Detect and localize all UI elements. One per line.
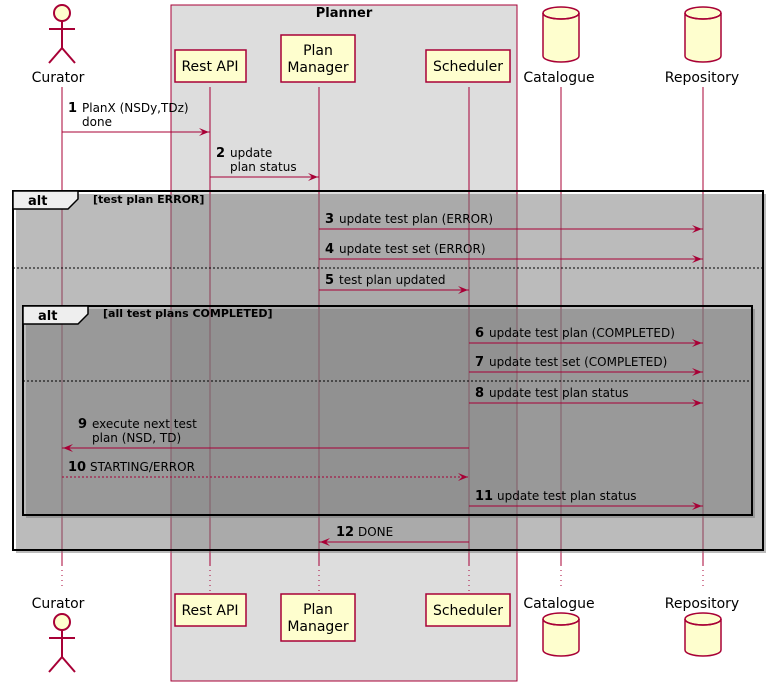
participant-catalogue-label-bottom: Catalogue bbox=[523, 596, 594, 612]
message-9-arrowhead bbox=[63, 444, 73, 452]
message-1-number: 1 bbox=[68, 101, 77, 116]
participant-planmanager-label-line2-bottom: Manager bbox=[287, 619, 349, 635]
message-8-arrowhead bbox=[692, 399, 702, 407]
participant-scheduler-box bbox=[425, 49, 511, 83]
message-4-number: 4 bbox=[325, 242, 334, 257]
alt-frame-outer-tab bbox=[12, 190, 79, 210]
message-9-label-line-2: plan (NSD, TD) bbox=[92, 431, 181, 445]
message-7-arrowhead bbox=[692, 368, 702, 376]
message-4: 4 update test set (ERROR) bbox=[319, 242, 703, 263]
database-catalogue-icon bbox=[542, 6, 580, 63]
alt-frame-inner-shadow bbox=[26, 309, 755, 518]
message-3-number: 3 bbox=[325, 212, 334, 227]
message-10-number: 10 bbox=[68, 460, 86, 475]
database-repository-icon bbox=[684, 6, 722, 63]
participant-planmanager-label-line1: Plan bbox=[303, 43, 333, 59]
message-2-label-line-1: update bbox=[230, 146, 272, 160]
participant-restapi-box-bottom bbox=[174, 593, 247, 627]
participant-restapi-label: Rest API bbox=[181, 59, 238, 75]
message-4-label-line-1: update test set (ERROR) bbox=[339, 242, 486, 256]
alt-frame-inner-tab bbox=[22, 305, 89, 325]
participant-scheduler-box-bottom bbox=[425, 593, 511, 627]
alt-frame-inner-condition: [all test plans COMPLETED] bbox=[103, 307, 273, 320]
message-6-label-line-1: update test plan (COMPLETED) bbox=[489, 326, 675, 340]
participant-planmanager-label-line1-bottom: Plan bbox=[303, 602, 333, 618]
message-11-arrowhead bbox=[692, 502, 702, 510]
database-catalogue-icon-bottom bbox=[542, 612, 580, 657]
participant-scheduler-label: Scheduler bbox=[433, 59, 503, 75]
message-3-label-line-1: update test plan (ERROR) bbox=[339, 212, 493, 226]
message-5-label-line-1: test plan updated bbox=[339, 273, 445, 287]
participant-catalogue-label: Catalogue bbox=[523, 70, 594, 86]
message-12-arrowhead bbox=[320, 538, 330, 546]
message-8-number: 8 bbox=[475, 386, 484, 401]
message-5-arrowhead bbox=[458, 286, 468, 294]
alt-frame-outer bbox=[12, 190, 764, 551]
planner-group-title: Planner bbox=[316, 6, 373, 21]
participant-repository-label: Repository bbox=[665, 70, 739, 86]
participant-repository-label-bottom: Repository bbox=[665, 596, 739, 612]
message-12-label-line-1: DONE bbox=[358, 525, 393, 539]
alt-frame-inner bbox=[22, 305, 753, 516]
message-9-number: 9 bbox=[78, 417, 87, 432]
message-6-arrowhead bbox=[692, 339, 702, 347]
message-8: 8 update test plan status bbox=[469, 386, 703, 407]
lifeline-breaks bbox=[61, 565, 704, 594]
message-7: 7 update test set (COMPLETED) bbox=[469, 355, 703, 376]
message-2-number: 2 bbox=[216, 146, 225, 161]
message-10-arrowhead bbox=[458, 473, 468, 481]
alt-frame-inner-keyword: alt bbox=[38, 309, 57, 324]
message-11-label-line-1: update test plan status bbox=[497, 489, 637, 503]
message-12: 12 DONE bbox=[319, 525, 469, 546]
participant-planmanager-box bbox=[280, 34, 356, 83]
participant-curator-label: Curator bbox=[32, 70, 85, 86]
message-3: 3 update test plan (ERROR) bbox=[319, 212, 703, 233]
message-12-number: 12 bbox=[336, 525, 354, 540]
participant-scheduler-label-bottom: Scheduler bbox=[433, 603, 503, 619]
message-8-label-line-1: update test plan status bbox=[489, 386, 629, 400]
message-5-number: 5 bbox=[325, 273, 334, 288]
alt-frame-outer-keyword: alt bbox=[28, 194, 47, 209]
message-7-number: 7 bbox=[475, 355, 484, 370]
actor-curator-icon-bottom bbox=[48, 613, 76, 673]
database-repository-icon-bottom bbox=[684, 612, 722, 657]
message-1: 1 PlanX (NSDy,TDz)done bbox=[62, 101, 210, 136]
message-6: 6 update test plan (COMPLETED) bbox=[469, 326, 703, 347]
message-6-number: 6 bbox=[475, 326, 484, 341]
message-3-arrowhead bbox=[692, 225, 702, 233]
participant-planmanager-label-line2: Manager bbox=[287, 60, 349, 76]
participant-restapi-label-bottom: Rest API bbox=[181, 603, 238, 619]
message-7-label-line-1: update test set (COMPLETED) bbox=[489, 355, 667, 369]
actor-curator-icon bbox=[48, 4, 76, 64]
message-4-arrowhead bbox=[692, 255, 702, 263]
message-11: 11 update test plan status bbox=[469, 489, 703, 510]
message-1-label-line-1: PlanX (NSDy,TDz) bbox=[82, 101, 189, 115]
message-9-label-line-1: execute next test bbox=[92, 417, 197, 431]
participant-restapi-box bbox=[174, 49, 247, 83]
message-1-label-line-2: done bbox=[82, 115, 112, 129]
message-1-arrowhead bbox=[199, 128, 209, 136]
message-10-label-line-1: STARTING/ERROR bbox=[90, 460, 195, 474]
participant-planmanager-box-bottom bbox=[280, 593, 356, 642]
participant-curator-label-bottom: Curator bbox=[32, 596, 85, 612]
message-5: 5 test plan updated bbox=[319, 273, 469, 294]
message-10: 10 STARTING/ERROR bbox=[62, 460, 469, 481]
message-2-arrowhead bbox=[308, 173, 318, 181]
message-2-label-line-2: plan status bbox=[230, 160, 297, 174]
message-11-number: 11 bbox=[475, 489, 493, 504]
alt-frame-outer-condition: [test plan ERROR] bbox=[93, 193, 204, 206]
